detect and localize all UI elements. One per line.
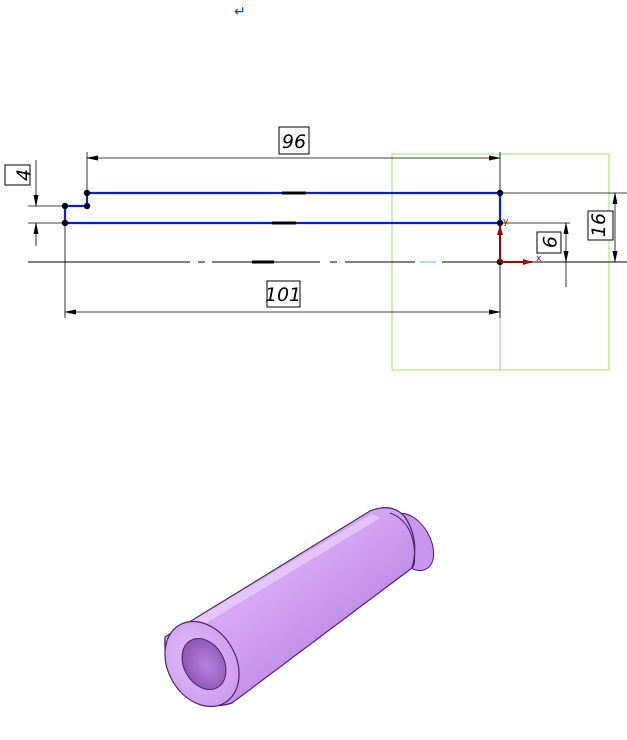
dimension-9-value: 9 <box>538 236 560 248</box>
cylinder-highlight <box>180 514 380 634</box>
sketch-profile[interactable] <box>63 191 502 225</box>
sketch-vertices[interactable] <box>61 189 504 266</box>
return-mark-icon: ↵ <box>234 4 246 20</box>
dimension-16[interactable]: 16 <box>587 210 614 241</box>
dimension-101[interactable]: 101 <box>265 280 301 308</box>
step-edge <box>389 512 416 569</box>
dimension-4[interactable]: 4 <box>4 164 35 186</box>
bushing-3d-model[interactable] <box>150 506 443 720</box>
dimension-9[interactable]: 9 <box>536 231 562 254</box>
dimension-96[interactable]: 96 <box>278 126 310 155</box>
dimension-96-value: 96 <box>282 131 306 153</box>
dimension-101-value: 101 <box>265 284 301 306</box>
axis-y-label: y <box>503 217 509 227</box>
dimension-lines <box>33 155 618 315</box>
dimension-4-value: 4 <box>13 169 35 181</box>
bore-hole <box>181 638 227 690</box>
axis-x-label: x <box>536 254 542 264</box>
origin-axes-icon: x y <box>497 217 542 265</box>
dimension-16-value: 16 <box>588 213 610 237</box>
